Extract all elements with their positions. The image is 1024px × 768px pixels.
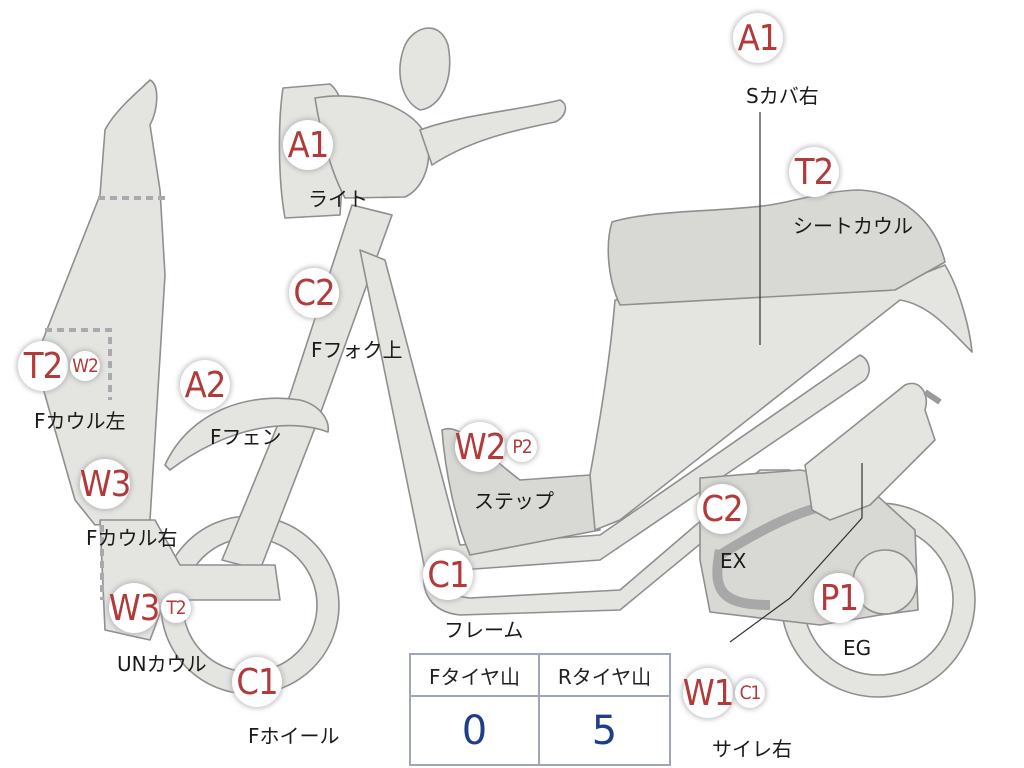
marker-f-fender[interactable]: A2 [180, 360, 230, 410]
front-fender [164, 397, 329, 471]
label-f-wheel: Fホイール [248, 724, 340, 748]
grade-badge: W3 [109, 583, 160, 633]
rear-tire-value: 5 [591, 707, 618, 754]
handlebar [419, 99, 567, 166]
grade-badge: A1 [283, 120, 333, 170]
exhaust-pipe-lower [712, 549, 771, 610]
label-seat-cowl: シートカウル [793, 214, 913, 238]
grade-badge-secondary: W2 [70, 351, 100, 381]
marker-s-cover-right[interactable]: A1 [733, 13, 783, 63]
grade-badge-secondary: T2 [161, 593, 191, 623]
marker-f-cowl-left[interactable]: T2 W2 [18, 341, 100, 391]
cowl-seam-mid [45, 328, 112, 400]
label-f-cowl-right: Fカウル右 [86, 526, 178, 550]
grade-badge: C1 [232, 657, 282, 707]
marker-seat-cowl[interactable]: T2 [789, 147, 839, 197]
tire-tread-table: Fタイヤ山 Rタイヤ山 0 5 [409, 653, 671, 766]
grade-badge-secondary: P2 [507, 432, 537, 462]
marker-f-cowl-right[interactable]: W3 [80, 459, 131, 509]
grade-badge: C2 [289, 268, 339, 318]
leader-engine [729, 463, 863, 643]
seat [607, 189, 946, 306]
label-step: ステップ [474, 489, 554, 513]
marker-f-fork-upper[interactable]: C2 [289, 268, 339, 318]
marker-exhaust[interactable]: C2 [697, 484, 747, 534]
label-s-cover-right: Sカバ右 [746, 84, 819, 108]
rear-body [589, 264, 973, 531]
label-f-fork-upper: Fフォク上 [311, 338, 403, 362]
marker-light[interactable]: A1 [283, 120, 333, 170]
grade-badge-secondary: C1 [735, 678, 765, 708]
grade-badge: W1 [683, 668, 734, 718]
grade-badge: W3 [80, 459, 131, 509]
marker-engine[interactable]: P1 [814, 573, 864, 623]
marker-under-cowl[interactable]: W3 T2 [109, 583, 191, 633]
front-tire-header: Fタイヤ山 [411, 655, 540, 697]
mirror [399, 27, 451, 111]
label-f-fender: Fフェン [210, 425, 282, 449]
grade-badge: T2 [789, 147, 839, 197]
grade-badge: A1 [733, 13, 783, 63]
front-tire-value: 0 [411, 697, 540, 764]
label-light: ライト [308, 187, 368, 211]
marker-f-wheel[interactable]: C1 [232, 657, 282, 707]
marker-silencer-right[interactable]: W1 C1 [683, 668, 765, 718]
marker-frame[interactable]: C1 [423, 550, 473, 600]
grade-badge: T2 [18, 341, 68, 391]
grade-badge: A2 [180, 360, 230, 410]
grade-badge: P1 [814, 573, 864, 623]
silencer [804, 382, 936, 521]
grade-badge: C2 [697, 484, 747, 534]
silencer-tip [923, 389, 942, 405]
label-exhaust: EX [720, 549, 747, 573]
label-f-cowl-left: Fカウル左 [34, 409, 126, 433]
label-silencer-right: サイレ右 [712, 737, 792, 761]
label-engine: EG [843, 636, 872, 660]
grade-badge: W2 [455, 422, 506, 472]
rear-tire-header: Rタイヤ山 [540, 655, 669, 697]
label-under-cowl: UNカウル [117, 652, 207, 676]
marker-step[interactable]: W2 P2 [455, 422, 537, 472]
label-frame: フレーム [444, 618, 524, 642]
grade-badge: C1 [423, 550, 473, 600]
